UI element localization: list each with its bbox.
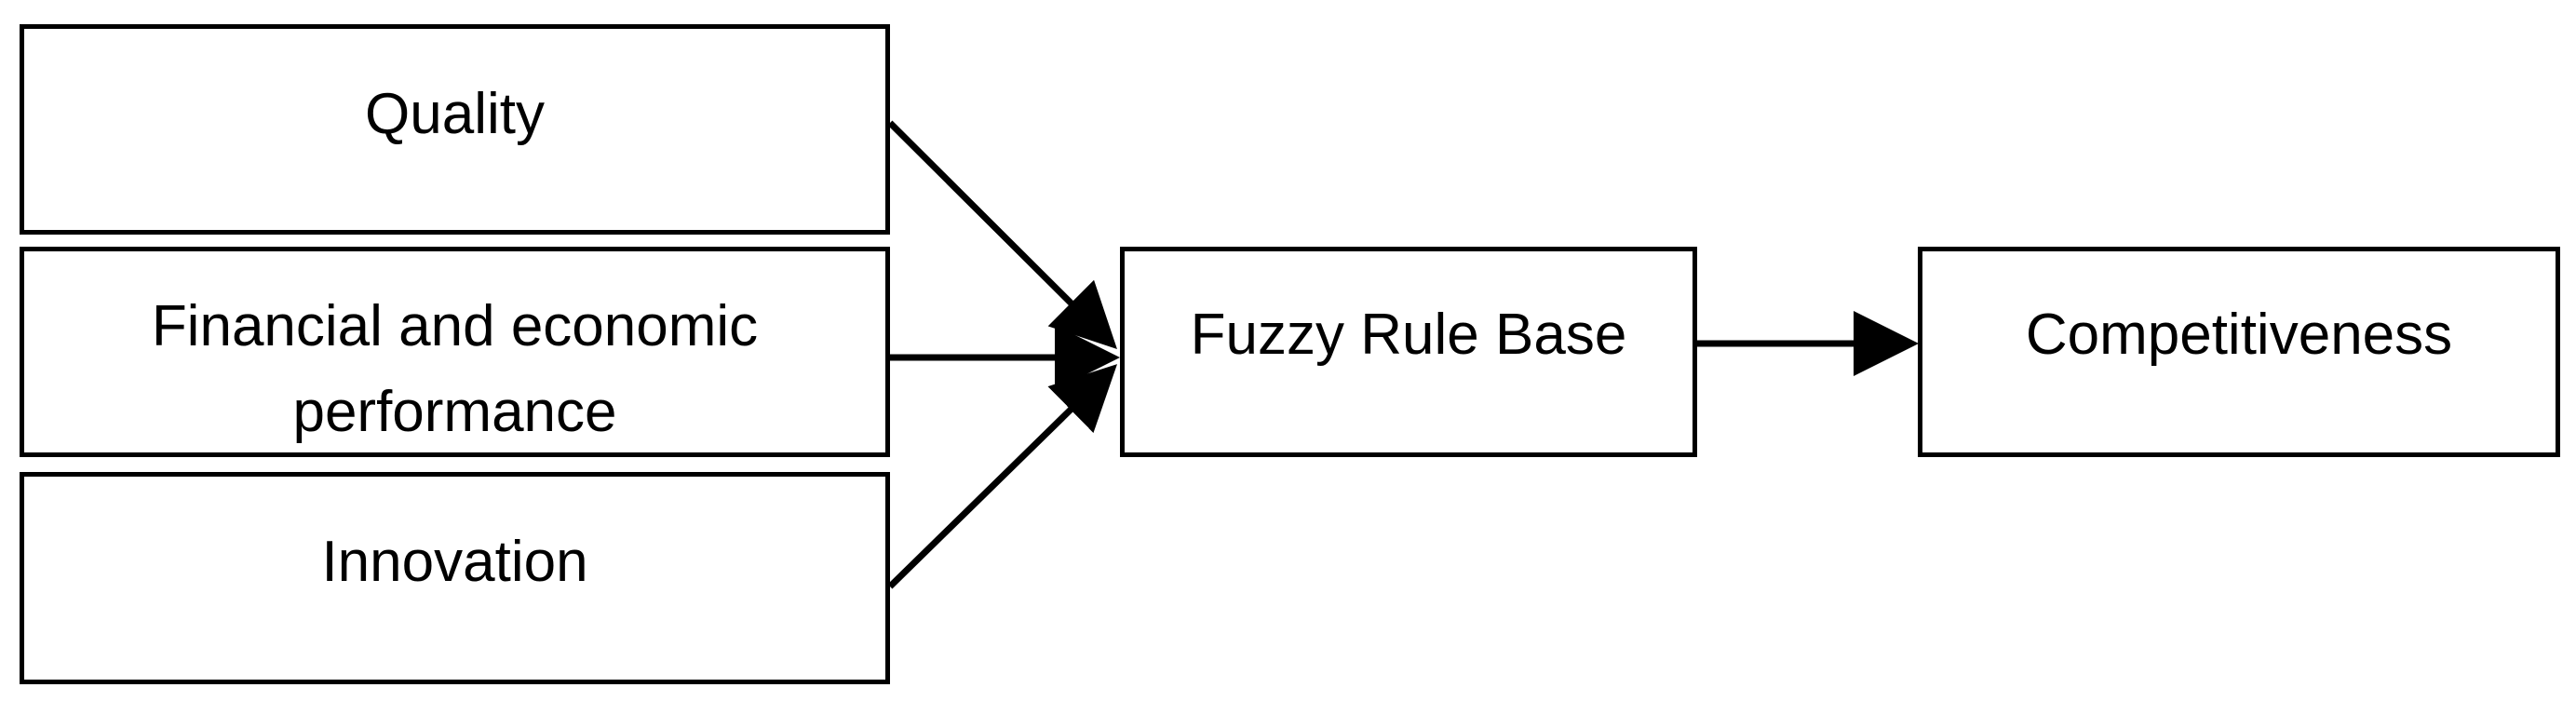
fuzzy-rule-base-label: Fuzzy Rule Base <box>1190 303 1627 367</box>
financial-performance-label: Financial and economic performance <box>151 294 759 444</box>
input-box-quality: Quality <box>20 24 890 235</box>
output-box-competitiveness: Competitiveness <box>1918 247 2560 457</box>
quality-label: Quality <box>365 82 545 146</box>
input-box-financial-performance: Financial and economic performance <box>20 247 890 457</box>
arrow-innovation-to-fuzzy <box>887 364 1118 589</box>
competitiveness-label: Competitiveness <box>2025 303 2453 367</box>
arrow-quality-to-fuzzy <box>887 120 1117 349</box>
innovation-label: Innovation <box>321 530 588 594</box>
input-box-innovation: Innovation <box>20 472 890 684</box>
fuzzy-rule-base-box: Fuzzy Rule Base <box>1120 247 1697 457</box>
